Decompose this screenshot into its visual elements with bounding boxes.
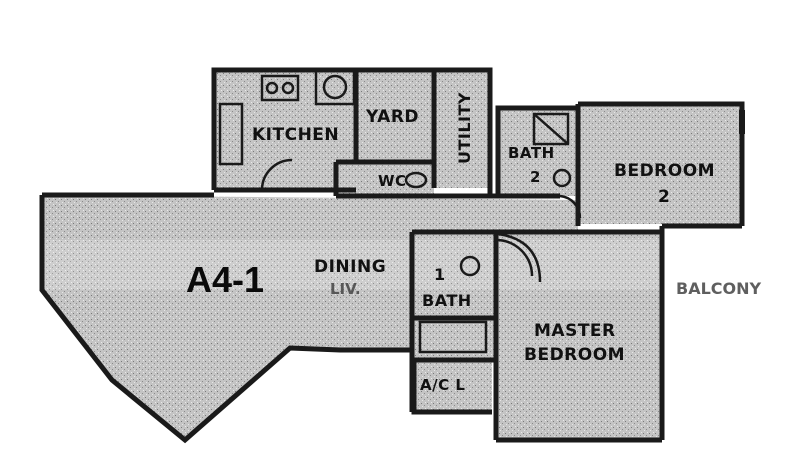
scan-band [40,240,800,290]
bath2-toilet [552,168,572,188]
wc-toilet [404,171,428,189]
kitchen-counter [218,102,244,166]
wc-label: WC [378,172,407,190]
master-bedroom-label-line1: MASTER [534,321,616,341]
stove [260,74,300,102]
living-label: LIV. [330,280,361,298]
bath2-shower [532,112,570,146]
unit-label: A4-1 [186,259,264,300]
bath2-label: BATH [508,144,555,162]
door-swing-bedroom2 [559,194,582,219]
balcony-label: BALCONY [676,279,762,298]
master-bedroom-label-line2: BEDROOM [524,345,625,365]
bedroom2-number: 2 [658,187,670,207]
bedroom2-area [578,104,742,224]
door-swing-kitchen [260,158,293,191]
utility-area [434,70,490,188]
bath1-toilet [459,255,481,277]
bath2-area [498,108,578,196]
yard-area [356,70,434,162]
yard-label: YARD [365,107,419,127]
acl-label: A/C L [420,376,465,394]
bath1-area [412,232,496,360]
bath2-number: 2 [530,168,541,186]
room-fills [42,70,742,440]
kitchen-area [214,70,356,190]
bath1-label: BATH [422,291,472,310]
master-bedroom-area [496,232,662,440]
washer [314,68,356,106]
dining-label: DINING [314,257,386,277]
bath1-tub [418,320,488,354]
bath1-number: 1 [434,265,446,284]
door-swing-master [497,232,542,283]
utility-label: UTILITY [455,92,474,164]
walls [39,67,745,444]
fixtures [218,68,745,354]
acl-area [414,360,492,412]
door-swing-bath1 [495,238,534,277]
bedroom2-label: BEDROOM [614,161,715,181]
kitchen-label: KITCHEN [252,125,339,145]
